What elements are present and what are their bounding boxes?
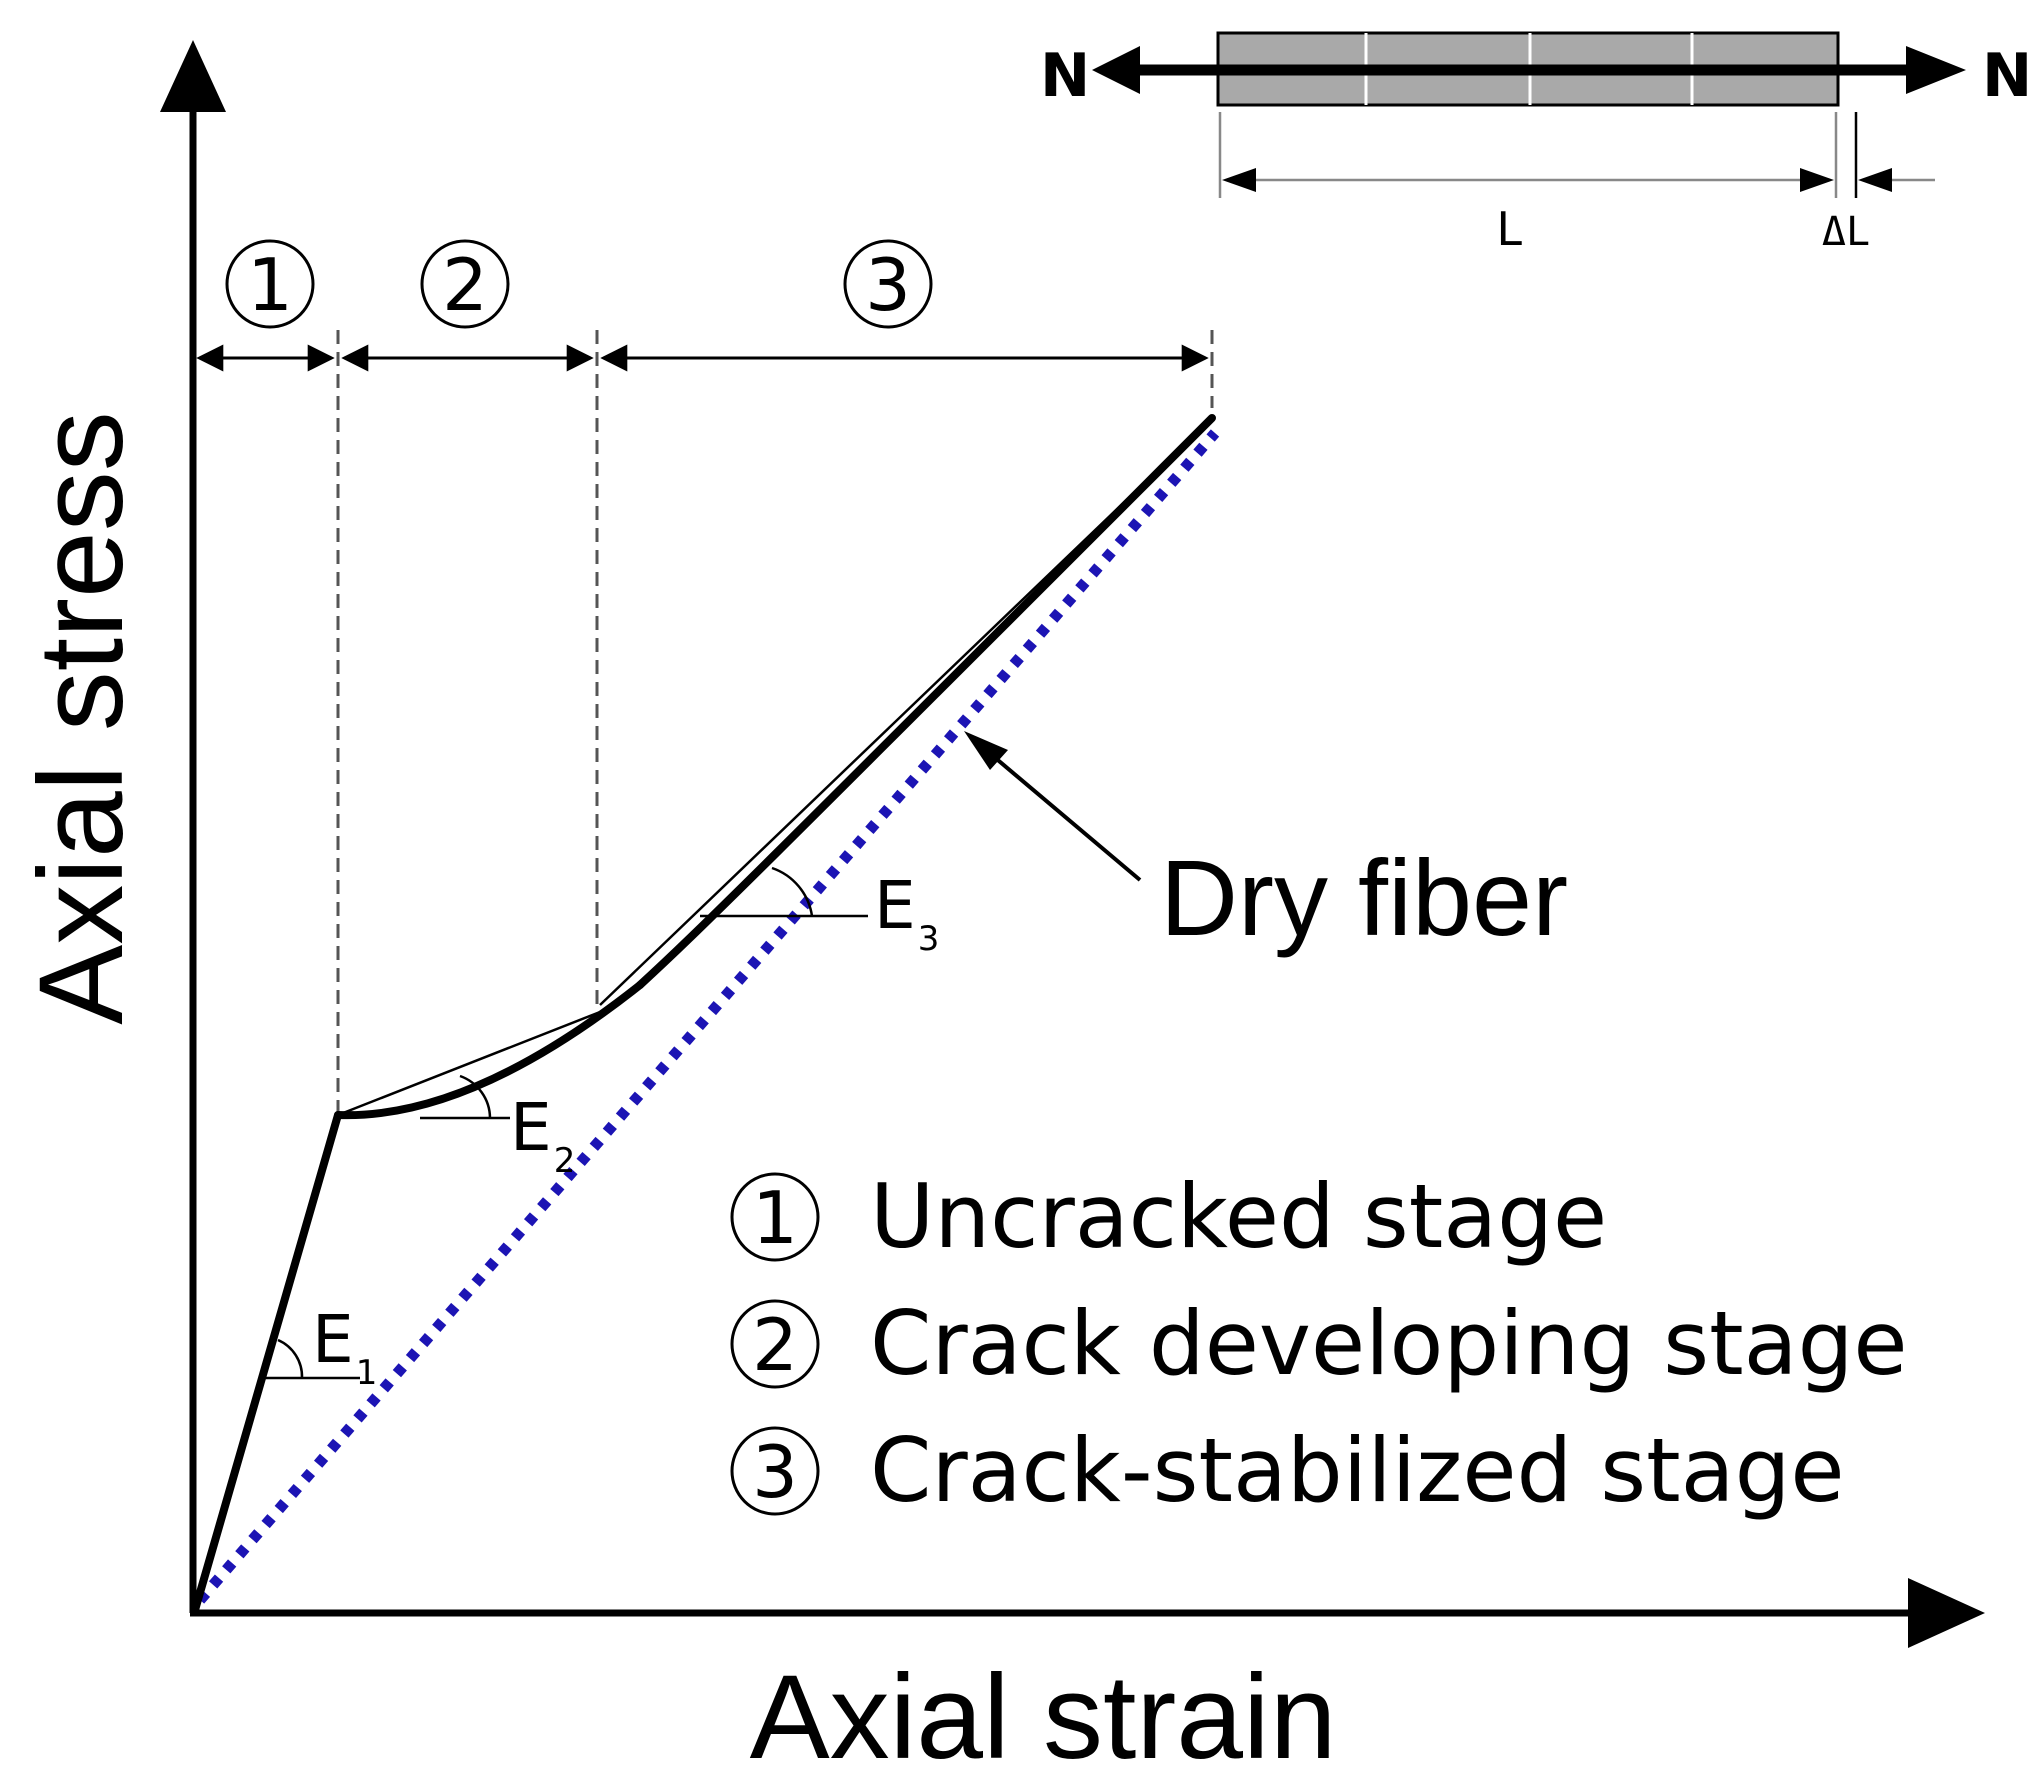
legend-2-marker-ring (730, 1299, 820, 1389)
legend-3-marker: 3 (752, 1430, 798, 1514)
legend-2-text: Crack developing stage (870, 1292, 1908, 1395)
stress-strain-curve (191, 414, 1216, 1614)
stage-2-marker: 2 (442, 243, 488, 327)
e1-label: E1 (312, 1301, 377, 1393)
elongation-arrow (1858, 168, 1892, 192)
legend-3-text: Crack-stabilized stage (870, 1419, 1845, 1522)
e2-angle-arc (459, 1074, 492, 1119)
e2-tangent (337, 1010, 601, 1117)
x-axis-label: Axial strain (750, 1650, 1337, 1784)
stage-3-marker-ring (843, 239, 933, 329)
e2-label: E2 (510, 1089, 575, 1181)
curve-stage-1 (191, 1111, 342, 1614)
axes (160, 40, 1985, 1648)
force-right-label: N (1982, 41, 2032, 111)
curve-stage-2 (334, 981, 644, 1120)
stage-1-marker-ring (225, 239, 315, 329)
e3-label: E3 (874, 867, 939, 959)
y-axis-arrowhead (160, 40, 226, 112)
stage-legend: 1 Uncracked stage 2 Crack developing sta… (730, 1165, 1908, 1522)
length-label: L (1496, 202, 1524, 256)
stage-boundaries (336, 330, 1214, 1115)
legend-1-marker: 1 (752, 1176, 798, 1260)
modulus-labels: E1 E2 E3 (312, 867, 939, 1393)
curve-stage-3 (636, 414, 1216, 989)
e3-tangent (599, 417, 1213, 1006)
e3-angle-arc (771, 866, 814, 917)
force-left-arrowhead (1092, 46, 1140, 94)
elongation-label: ΔL (1822, 209, 1870, 255)
stage-2-marker-ring (420, 239, 510, 329)
force-right-arrowhead (1906, 46, 1966, 94)
legend-2-marker: 2 (752, 1303, 798, 1387)
force-left-label: N (1040, 41, 1090, 111)
legend-1-text: Uncracked stage (870, 1165, 1607, 1268)
dry-fiber-annotation: Dry fiber (964, 731, 1568, 958)
legend-1-marker-ring (730, 1172, 820, 1262)
dry-fiber-line (195, 429, 1220, 1604)
length-arrow-right (1800, 168, 1834, 192)
legend-3-marker-ring (730, 1426, 820, 1516)
y-axis-label: Axial stress (14, 411, 148, 1024)
dry-fiber-pointer (978, 743, 1142, 882)
dry-fiber-pointer-arrowhead (964, 731, 1008, 770)
stage-markers: 1 2 3 (225, 239, 933, 329)
stage-3-marker: 3 (865, 243, 911, 327)
tangent-marks (262, 417, 1213, 1380)
e1-angle-arc (277, 1338, 304, 1379)
length-arrow-left (1222, 168, 1256, 192)
specimen-schematic: N N L ΔL (1040, 31, 2032, 256)
dry-fiber-label: Dry fiber (1160, 837, 1568, 958)
x-axis-arrowhead (1908, 1578, 1985, 1648)
stage-1-marker: 1 (247, 243, 293, 327)
